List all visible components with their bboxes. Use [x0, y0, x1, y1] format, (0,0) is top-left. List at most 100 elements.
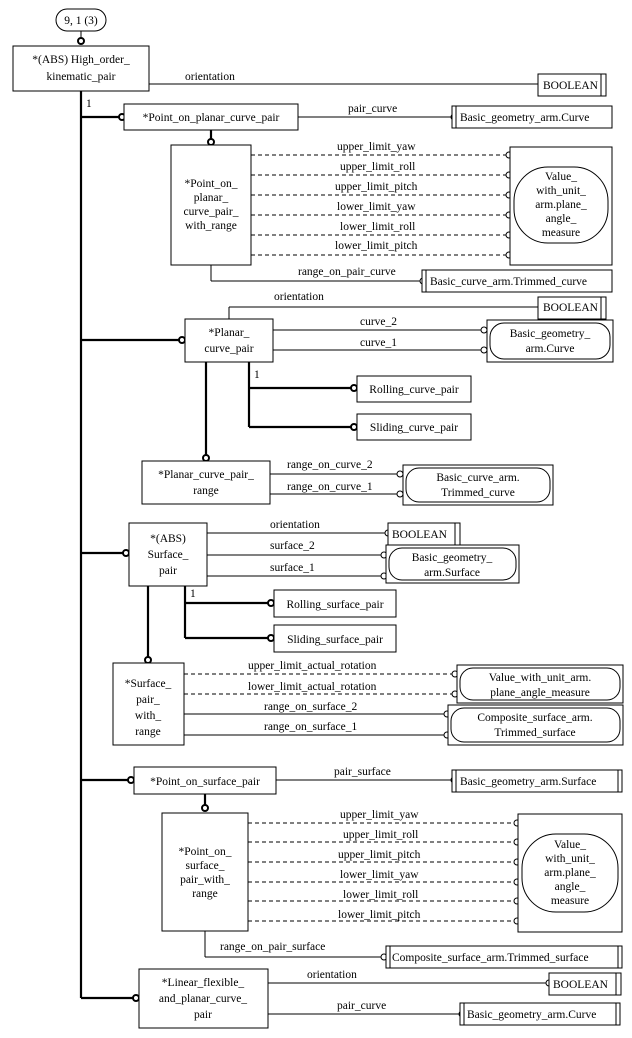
entity-point-on-planar-curve-pair	[123, 103, 299, 131]
type-trimmed-curve-2-label-1: Basic_curve_arm.	[436, 472, 519, 484]
entity-pospwr-label-3: pair_with_	[180, 874, 230, 886]
type-composite-surface-2	[385, 945, 623, 969]
type-geom-surface-1-label-2: arm.Surface	[424, 567, 480, 579]
type-composite-surface-2-label: Composite_surface_arm.Trimmed_surface	[392, 952, 589, 964]
attr-upper-limit-pitch-2: upper_limit_pitch	[338, 849, 421, 861]
cardinality-surface-subtypes: 1	[190, 588, 196, 600]
type-boolean-1-label: BOOLEAN	[543, 80, 599, 92]
type-basic-geometry-curve-1-label: Basic_geometry_arm.Curve	[460, 112, 589, 124]
entity-pospwr-label-4: range	[192, 888, 218, 900]
type-trimmed-curve-1	[421, 269, 613, 293]
attr-orientation-2: orientation	[274, 291, 324, 303]
entity-sliding-surface-pair-label: Sliding_surface_pair	[287, 634, 383, 646]
entity-popcpwr-label-4: with_range	[185, 220, 237, 232]
entity-lfpcp-label-1: *Linear_flexible_	[162, 977, 245, 989]
attr-lower-limit-pitch-2: lower_limit_pitch	[338, 909, 421, 921]
type-value-angle-1-label-3: arm.plane_	[535, 199, 587, 211]
attr-surface-1: surface_1	[270, 562, 315, 574]
entity-spwr-label-1: *Surface_	[125, 678, 172, 690]
entity-popcpwr-label-2: planar_	[194, 192, 229, 204]
attr-range-on-surface-2: range_on_surface_2	[264, 701, 357, 713]
type-value-angle-2-label-2: plane_angle_measure	[490, 687, 590, 699]
type-value-angle-3-label-1: Value_	[554, 839, 586, 851]
entity-rolling-surface-pair-label: Rolling_surface_pair	[286, 599, 383, 611]
attr-curve-2: curve_2	[360, 316, 397, 328]
attr-range-on-curve-2: range_on_curve_2	[287, 459, 373, 471]
entity-planar-curve-pair	[184, 318, 274, 363]
type-value-angle-3-label-3: arm.plane_	[544, 867, 596, 879]
page-reference-label: 9, 1 (3)	[64, 15, 98, 27]
entity-surface-pair-label-2: Surface_	[148, 549, 189, 561]
attr-curve-1: curve_1	[360, 337, 397, 349]
attr-upper-limit-roll-2: upper_limit_roll	[343, 829, 418, 841]
entity-point-on-surface-label: *Point_on_surface_pair	[150, 776, 260, 788]
type-basic-geometry-surface-2	[451, 769, 623, 793]
entity-high-order-label-2: kinematic_pair	[47, 71, 116, 83]
attr-upper-limit-roll-1: upper_limit_roll	[340, 161, 415, 173]
type-boolean-2-label: BOOLEAN	[543, 302, 599, 314]
attr-orientation-4: orientation	[307, 969, 357, 981]
attr-pair-curve-2: pair_curve	[337, 1000, 386, 1012]
type-value-angle-3-label-5: measure	[551, 895, 589, 907]
entity-sliding-surface-pair	[273, 624, 397, 653]
entity-point-on-planar-curve-pair-with-range	[170, 144, 252, 266]
type-boolean-4	[548, 972, 622, 996]
cardinality-planar-subtypes: 1	[254, 369, 260, 381]
type-geom-curve-3-label: Basic_geometry_arm.Curve	[467, 1009, 596, 1021]
attr-lower-limit-yaw-2: lower_limit_yaw	[340, 869, 419, 881]
type-boolean-2	[537, 296, 607, 320]
type-basic-geometry-curve-1	[451, 105, 613, 129]
entity-surface-pair	[128, 522, 208, 587]
attr-lower-limit-roll-1: lower_limit_roll	[340, 221, 415, 233]
type-boolean-1	[537, 73, 607, 97]
entity-lfpcp-label-2: and_planar_curve_	[159, 993, 247, 1005]
entity-high-order-label-1: *(ABS) High_order_	[32, 54, 130, 66]
entity-rolling-curve-pair-label: Rolling_curve_pair	[369, 384, 459, 396]
attr-range-on-pair-surface: range_on_pair_surface	[220, 941, 325, 953]
type-value-angle-1-label-1: Value_	[545, 171, 577, 183]
type-boolean-4-label: BOOLEAN	[553, 979, 609, 991]
entity-planar-curve-pair-label-2: curve_pair	[204, 343, 253, 355]
entity-pospwr-label-1: *Point_on_	[178, 846, 231, 858]
attr-lower-limit-yaw-1: lower_limit_yaw	[337, 201, 416, 213]
attr-upper-limit-yaw-2: upper_limit_yaw	[340, 809, 419, 821]
entity-pcpr-label-1: *Planar_curve_pair_	[158, 469, 254, 481]
entity-sliding-curve-pair-label: Sliding_curve_pair	[370, 422, 458, 434]
attr-lower-limit-actual-rotation: lower_limit_actual_rotation	[248, 681, 377, 693]
entity-spwr-label-4: range	[135, 726, 161, 738]
entity-planar-curve-pair-label-1: *Planar_	[209, 327, 250, 339]
type-basic-geometry-curve-3	[459, 1002, 621, 1026]
entity-pospwr-label-2: surface_	[186, 860, 225, 872]
type-value-angle-1-label-2: with_unit_	[536, 185, 586, 197]
entity-spwr-label-2: pair_	[136, 694, 160, 706]
cardinality-label: 1	[86, 98, 92, 110]
type-geom-surface-2-label: Basic_geometry_arm.Surface	[460, 776, 596, 788]
type-value-angle-3-label-4: angle_	[555, 881, 586, 893]
entity-surface-pair-with-range	[112, 662, 185, 746]
attr-upper-limit-actual-rotation: upper_limit_actual_rotation	[248, 660, 377, 672]
attr-range-on-curve-1: range_on_curve_1	[287, 481, 373, 493]
type-composite-surface-1-label-2: Trimmed_surface	[494, 727, 575, 739]
entity-planar-curve-pair-range	[141, 460, 271, 505]
attr-upper-limit-pitch-1: upper_limit_pitch	[335, 181, 418, 193]
type-boolean-3-label: BOOLEAN	[392, 529, 448, 541]
entity-rolling-surface-pair	[273, 589, 397, 618]
attr-range-on-surface-1: range_on_surface_1	[264, 721, 357, 733]
entity-linear-flexible-planar-curve-pair	[138, 968, 269, 1029]
entity-popcpwr-label-3: curve_pair_	[184, 206, 239, 218]
entity-surface-pair-label-1: *(ABS)	[150, 533, 186, 545]
attr-lower-limit-roll-2: lower_limit_roll	[343, 889, 418, 901]
entity-surface-pair-label-3: pair	[159, 565, 177, 577]
entity-spwr-label-3: with_	[135, 710, 161, 722]
attr-range-on-pair-curve: range_on_pair_curve	[298, 266, 396, 278]
attr-upper-limit-yaw-1: upper_limit_yaw	[337, 141, 416, 153]
type-composite-surface-1-label-1: Composite_surface_arm.	[477, 712, 592, 724]
entity-sliding-curve-pair	[356, 413, 472, 441]
attr-orientation-3: orientation	[270, 519, 320, 531]
attr-orientation-1: orientation	[185, 71, 235, 83]
entity-popcpwr-label-1: *Point_on_	[184, 178, 237, 190]
entity-high-order-kinematic-pair	[12, 45, 150, 92]
type-geom-curve-2-label-2: arm.Curve	[526, 343, 575, 355]
attr-pair-curve-1: pair_curve	[348, 103, 397, 115]
